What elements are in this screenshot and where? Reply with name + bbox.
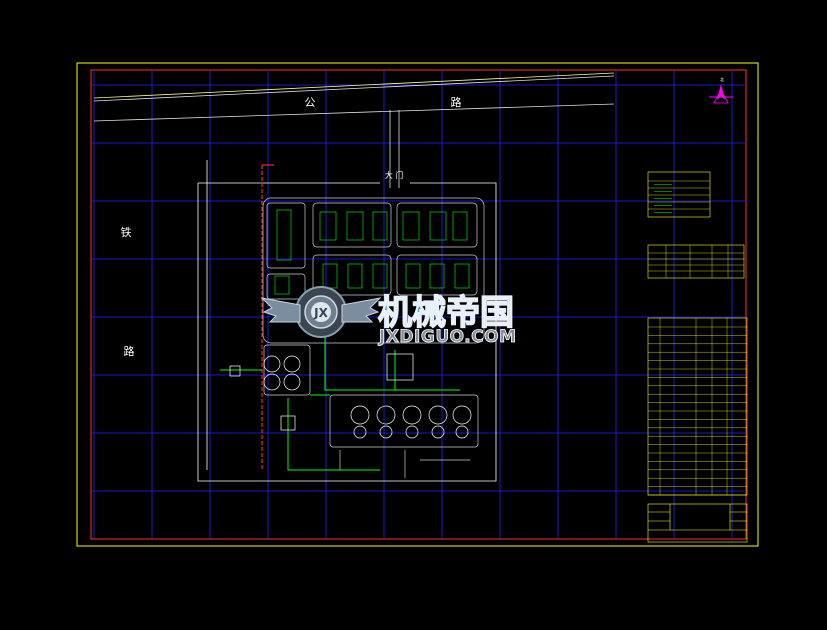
highway-edge — [93, 72, 615, 99]
coordinate-table — [647, 244, 745, 279]
coordinate-table-rows — [648, 245, 744, 278]
building — [429, 211, 447, 241]
yard-area — [386, 353, 414, 381]
storage-tank — [455, 425, 469, 439]
storage-tank — [405, 425, 419, 439]
pump-house — [229, 365, 241, 377]
internal-roads — [262, 197, 485, 448]
storage-tank — [376, 405, 396, 425]
watermark-cn: 机械帝国 — [378, 293, 514, 333]
storage-tank — [353, 425, 367, 439]
watermark-badge: JX — [313, 306, 328, 320]
outlet-lines — [339, 450, 470, 478]
sheet-frame — [76, 62, 759, 547]
rail-label-1: 铁 — [121, 226, 132, 239]
highway — [93, 75, 615, 188]
legend-table — [647, 171, 711, 218]
building — [372, 263, 388, 289]
storage-tank — [263, 373, 281, 391]
storage-tanks — [263, 355, 472, 439]
storage-tank — [428, 405, 448, 425]
site-boundary — [197, 160, 497, 482]
storage-tank — [379, 425, 393, 439]
north-arrow-icon: 北 — [709, 76, 733, 104]
building — [372, 211, 388, 241]
building — [274, 275, 290, 295]
storage-tank — [431, 425, 445, 439]
storage-tank — [350, 405, 370, 425]
building — [346, 211, 364, 241]
storage-tank — [263, 355, 281, 373]
building — [452, 211, 468, 241]
road-label-1: 公 — [305, 96, 316, 109]
building — [276, 209, 292, 261]
small-building — [280, 415, 296, 431]
building — [454, 263, 470, 289]
storage-tank — [402, 405, 422, 425]
building — [347, 263, 363, 289]
wall-line — [261, 164, 274, 470]
watermark-logo: JX 机械帝国 JXDIGUO.COM — [260, 286, 517, 347]
building — [405, 263, 421, 289]
legend-rows — [648, 180, 710, 213]
road-label-2: 路 — [451, 96, 462, 109]
storage-tank — [283, 355, 301, 373]
building-blocks — [274, 209, 470, 295]
svg-text:北: 北 — [720, 76, 724, 82]
building — [319, 211, 337, 241]
coordinate-grid — [92, 71, 745, 538]
storage-tank — [283, 373, 301, 391]
rail-label-2: 路 — [124, 345, 135, 358]
wings-icon — [260, 297, 382, 323]
building — [429, 263, 445, 289]
title-block — [647, 503, 748, 543]
watermark-en: JXDIGUO.COM — [378, 327, 517, 347]
building — [322, 263, 338, 289]
building-schedule-rows — [648, 318, 747, 496]
building — [402, 211, 420, 241]
storage-tank — [452, 405, 472, 425]
gate-label: 大 门 — [385, 170, 404, 180]
drawing-border — [90, 69, 747, 540]
